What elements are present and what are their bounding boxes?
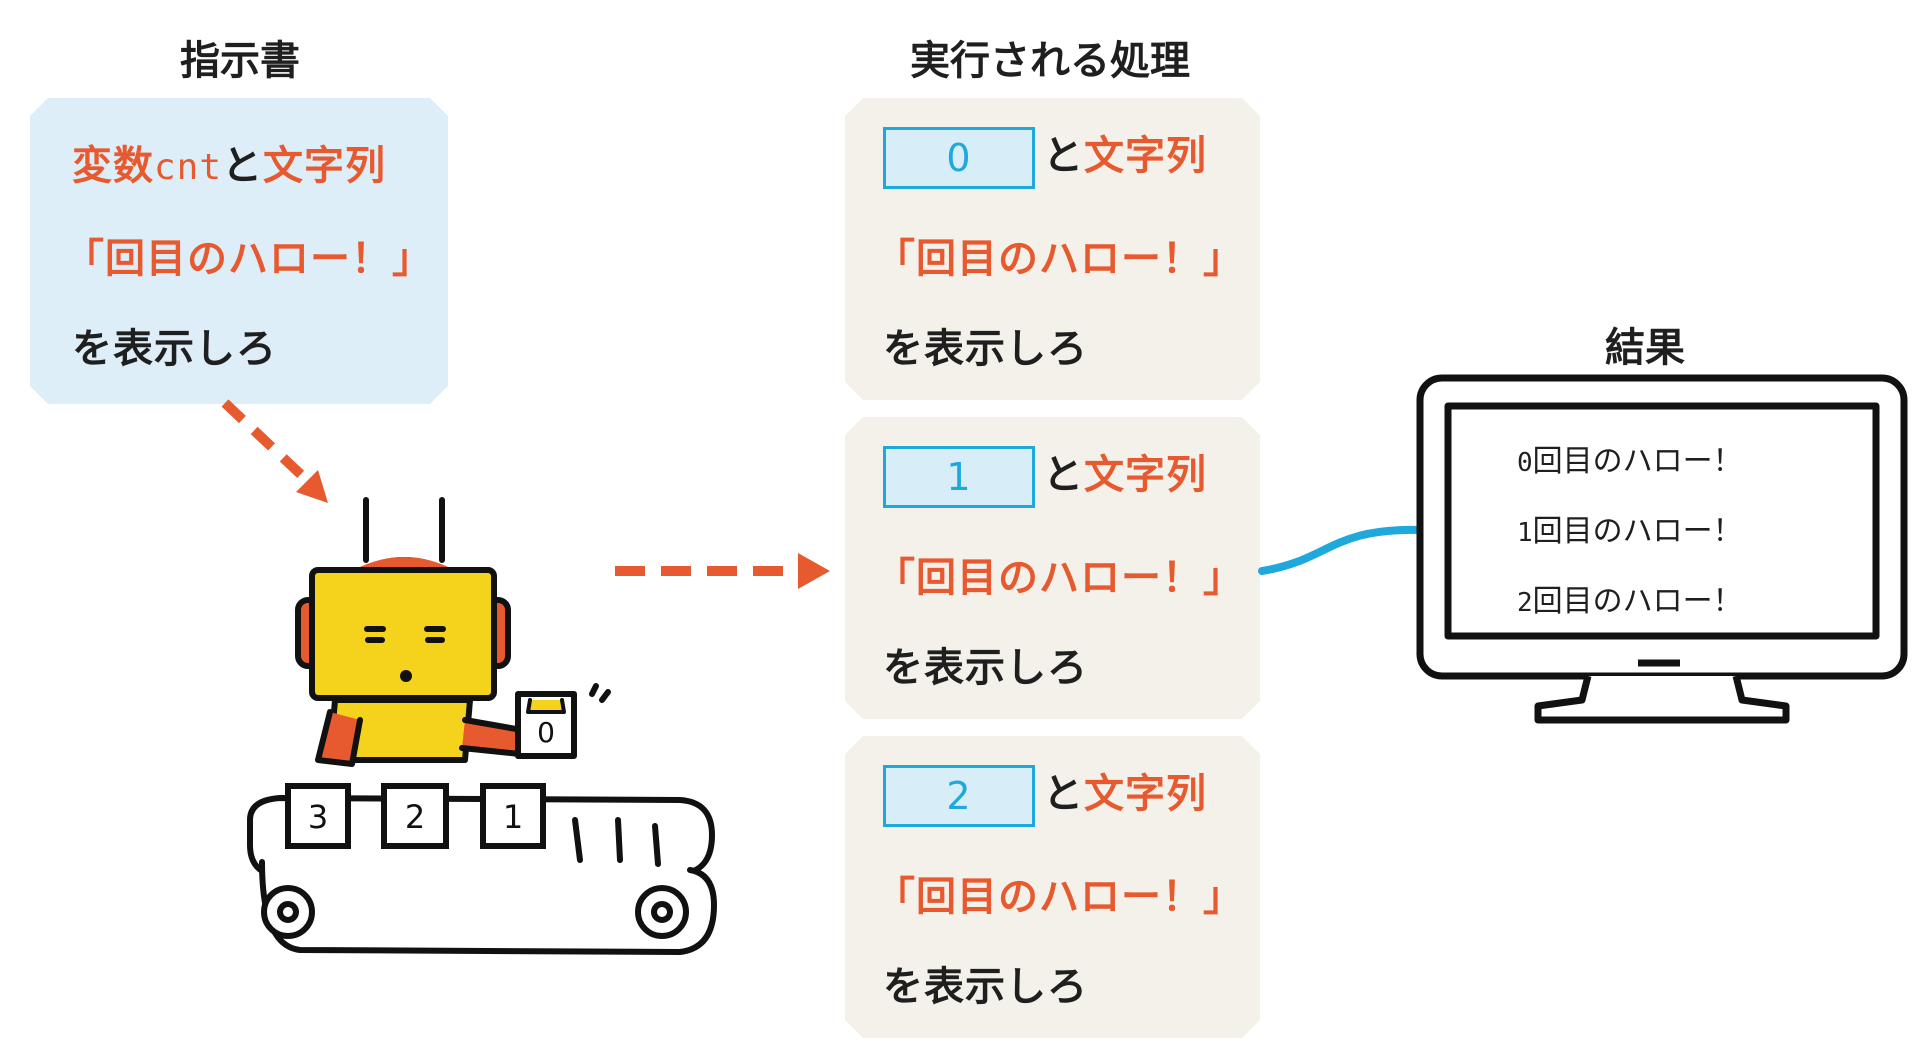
string-label: 文字列 bbox=[263, 143, 387, 189]
monitor-line-1: 0回目のハロー！ bbox=[1517, 436, 1743, 480]
exec-line-3: を表示しろ bbox=[883, 326, 1088, 372]
value-box: 0 bbox=[883, 127, 1035, 189]
variable-name: cnt bbox=[154, 147, 223, 188]
result-heading: 結果 bbox=[1605, 325, 1685, 371]
and-label: と bbox=[1043, 133, 1084, 179]
instruction-to-robot-arrow bbox=[221, 399, 328, 503]
monitor-line-text: 回目のハロー！ bbox=[1532, 514, 1743, 549]
instruction-line-3: を表示しろ bbox=[72, 326, 277, 372]
robot-to-exec-arrow bbox=[615, 553, 830, 589]
and-label: と bbox=[222, 143, 264, 189]
monitor-line-2: 1回目のハロー！ bbox=[1517, 506, 1743, 550]
conveyor-box-3-label: 1 bbox=[503, 798, 523, 836]
conveyor-box-2-label: 2 bbox=[405, 798, 425, 836]
instruction-line-1: 変数cntと文字列 bbox=[72, 133, 386, 191]
instructions-heading: 指示書 bbox=[180, 38, 300, 84]
exec-line-2: 「回目のハロー！」 bbox=[875, 236, 1244, 282]
string-label: 文字列 bbox=[1084, 771, 1207, 817]
executed-heading: 実行される処理 bbox=[910, 38, 1190, 84]
monitor-line-digit: 2 bbox=[1517, 588, 1533, 618]
exec-line-3: を表示しろ bbox=[883, 964, 1088, 1010]
monitor-line-text: 回目のハロー！ bbox=[1532, 584, 1743, 619]
variable-label: 変数 bbox=[72, 143, 154, 189]
exec-to-monitor-connector bbox=[1258, 525, 1424, 575]
value-box: 2 bbox=[883, 765, 1035, 827]
exec-line-2: 「回目のハロー！」 bbox=[875, 555, 1244, 601]
monitor-line-digit: 1 bbox=[1517, 518, 1533, 548]
conveyor-box-1-label: 3 bbox=[308, 798, 328, 836]
robot-illustration bbox=[295, 497, 611, 767]
monitor-illustration bbox=[1416, 374, 1908, 724]
exec-line-3: を表示しろ bbox=[883, 645, 1088, 691]
monitor-line-digit: 0 bbox=[1517, 448, 1533, 478]
conveyor-illustration bbox=[247, 783, 718, 956]
exec-line-2: 「回目のハロー！」 bbox=[875, 874, 1244, 920]
string-label: 文字列 bbox=[1084, 133, 1207, 179]
monitor-line-3: 2回目のハロー！ bbox=[1517, 576, 1743, 620]
instruction-line-2: 「回目のハロー！」 bbox=[64, 236, 433, 282]
and-label: と bbox=[1043, 771, 1084, 817]
and-label: と bbox=[1043, 452, 1084, 498]
string-label: 文字列 bbox=[1084, 452, 1207, 498]
instruction-card: 変数cntと文字列 「回目のハロー！」 を表示しろ bbox=[30, 98, 448, 404]
monitor-line-text: 回目のハロー！ bbox=[1532, 444, 1743, 479]
value-box: 1 bbox=[883, 446, 1035, 508]
held-box-label: 0 bbox=[537, 716, 555, 749]
